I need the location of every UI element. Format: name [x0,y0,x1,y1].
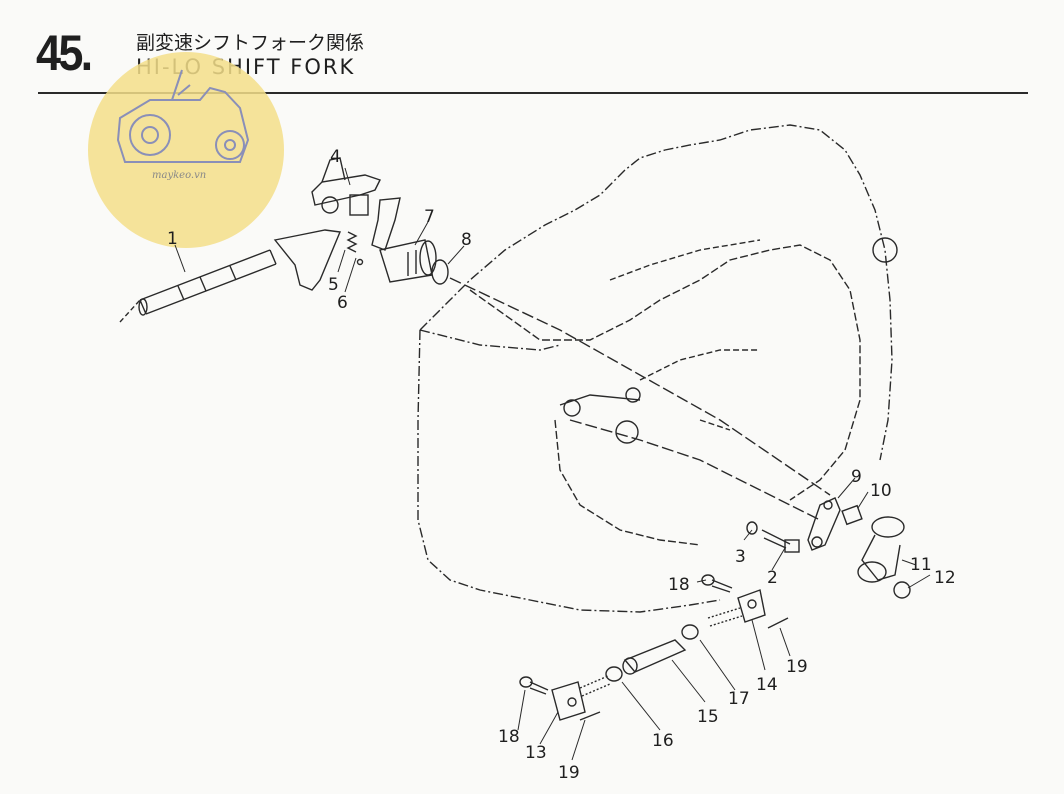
callout-2: 2 [767,568,778,588]
watermark-logo: maykeo.vn [88,52,284,248]
leader-lines [174,167,931,761]
threaded-rod-upper [707,607,743,627]
callout-19-upper: 19 [786,657,808,677]
callout-18-upper: 18 [668,575,690,595]
pin-18-upper [701,574,733,593]
callout-16: 16 [652,731,674,751]
shift-fork [273,157,381,291]
callout-11: 11 [910,555,932,575]
nut-16 [605,666,623,682]
bushing-lower [615,420,639,444]
threaded-rod-lower [579,675,611,697]
section-number: 45. [36,25,93,81]
cross-shaft-line [449,277,831,496]
clevis-13 [551,681,586,721]
lever-arm [857,516,905,583]
watermark-text: maykeo.vn [152,170,206,181]
callout-7: 7 [424,207,435,227]
nut-17 [681,624,699,640]
callout-17: 17 [728,689,750,709]
title-japanese: 副変速シフトフォーク関係 [136,32,365,54]
callout-3: 3 [735,547,746,567]
turnbuckle-15 [622,639,687,675]
callout-14: 14 [756,675,778,695]
callout-13: 13 [525,743,547,763]
housing-boss [872,237,898,263]
callout-18-lower: 18 [498,727,520,747]
header-rule [38,92,1028,94]
cotter-19-lower [579,711,601,721]
cotter-19-upper [767,617,789,629]
housing-inner [469,244,861,546]
housing-ribs [609,239,761,431]
callout-8: 8 [461,230,472,250]
callout-6: 6 [337,293,348,313]
detent-spring [346,231,358,253]
detent-ball [356,258,364,266]
lever-plate [807,497,841,551]
callout-5: 5 [328,275,339,295]
callout-1: 1 [167,229,178,249]
cross-shaft-line-2 [569,419,821,521]
bushing-upper [625,387,641,403]
housing-outline [417,124,893,613]
callout-15: 15 [697,707,719,727]
o-ring [431,259,449,285]
bolt-2-shank [761,529,791,549]
callout-19-lower: 19 [558,763,580,783]
clevis-14 [737,589,766,623]
callout-9: 9 [851,467,862,487]
washer-3 [746,521,758,535]
shift-rod [119,249,277,323]
cross-shaft-rod [559,394,641,406]
callout-10: 10 [870,481,892,501]
bolt-2-head [784,539,800,553]
pin-18-lower [519,676,549,695]
bolt-10 [841,504,863,526]
bolt-12 [893,581,911,599]
callout-labels: 1 2 3 4 5 6 7 8 9 10 11 12 13 14 15 16 1… [167,147,956,783]
callout-4: 4 [330,147,341,167]
callout-12: 12 [934,568,956,588]
bushing-left [563,399,581,417]
